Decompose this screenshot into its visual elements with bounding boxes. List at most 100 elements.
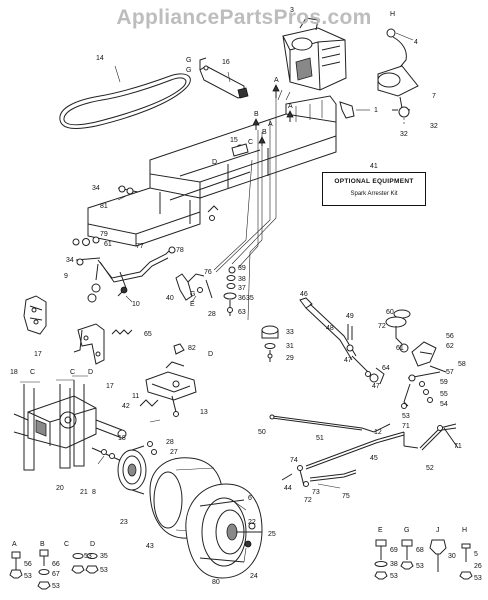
callout-6: 6 <box>248 495 252 502</box>
transaxle <box>13 375 127 471</box>
callout-17a: 17 <box>34 351 42 358</box>
callout-56: 56 <box>446 333 454 340</box>
callout-14: 14 <box>96 55 104 62</box>
callout-24: 24 <box>250 573 258 580</box>
callout-c-left2: C <box>70 369 75 376</box>
optional-equipment-title: OPTIONAL EQUIPMENT <box>334 178 414 185</box>
callout-b2: B <box>262 129 267 136</box>
callout-3: 3 <box>290 7 294 14</box>
key-a: A <box>12 541 17 548</box>
callout-27: 27 <box>170 449 178 456</box>
callout-74: 74 <box>290 457 298 464</box>
callout-25: 25 <box>268 531 276 538</box>
callout-22: 22 <box>248 519 256 526</box>
callout-h: H <box>390 11 395 18</box>
callout-7: 7 <box>432 93 436 100</box>
callout-50: 50 <box>258 429 266 436</box>
key-g: G <box>404 527 409 534</box>
key-53f: 53 <box>416 563 424 570</box>
callout-1: 1 <box>374 107 378 114</box>
callout-d-mid: D <box>208 351 213 358</box>
drive-shaft <box>91 447 125 465</box>
callout-15: 15 <box>230 137 238 144</box>
pulley-23 <box>117 445 147 495</box>
callout-j: 32 <box>400 131 408 138</box>
optional-equipment-box: OPTIONAL EQUIPMENT Spark Arrester Kit <box>322 172 426 206</box>
callout-37: 37 <box>238 285 246 292</box>
callout-16: 16 <box>222 59 230 66</box>
bolt-34-81 <box>117 185 139 201</box>
key-c: C <box>64 541 69 548</box>
callout-33: 33 <box>286 329 294 336</box>
key-b: B <box>40 541 45 548</box>
callout-79: 79 <box>100 231 108 238</box>
steering-group <box>261 297 357 362</box>
callout-72a: 72 <box>378 323 386 330</box>
callout-29: 29 <box>286 355 294 362</box>
callout-b: B <box>254 111 259 118</box>
callout-e-mid: E <box>190 301 195 308</box>
callout-59: 59 <box>440 379 448 386</box>
callout-4: 4 <box>414 39 418 46</box>
callout-61: 61 <box>104 241 112 248</box>
bracket-16 <box>199 57 249 99</box>
callout-64: 64 <box>382 365 390 372</box>
callout-71b: 71 <box>454 443 462 450</box>
callout-42: 42 <box>122 403 130 410</box>
callout-71a: 71 <box>402 423 410 430</box>
callout-54: 54 <box>440 401 448 408</box>
callout-38: 38 <box>238 276 246 283</box>
callout-18b: 18 <box>118 435 126 442</box>
rod-52 <box>419 423 459 451</box>
callout-75: 75 <box>342 493 350 500</box>
callout-51: 51 <box>316 435 324 442</box>
drive-belt <box>59 65 191 129</box>
shield-1 <box>339 101 370 119</box>
key-53a: 53 <box>24 573 32 580</box>
callout-g-top: G <box>186 57 191 64</box>
callout-76: 76 <box>204 269 212 276</box>
key-53d: 53 <box>100 567 108 574</box>
key-38: 38 <box>390 561 398 568</box>
callout-61b: 61 <box>396 345 404 352</box>
callout-60: 60 <box>386 309 394 316</box>
idler-arm-group <box>385 309 447 409</box>
callout-13: 13 <box>200 409 208 416</box>
callout-58: 58 <box>458 361 466 368</box>
fastener-key <box>9 539 473 590</box>
rod-45 <box>305 431 419 470</box>
callout-28b: 28 <box>166 439 174 446</box>
callout-77: 77 <box>136 243 144 250</box>
callout-52: 52 <box>426 465 434 472</box>
callout-43: 43 <box>146 543 154 550</box>
linkage-49-47-64 <box>346 324 385 385</box>
callout-78: 78 <box>176 247 184 254</box>
callout-labels: 3 H 4 7 1 32 32 14 G G 16 A B A A B 15 C… <box>10 7 482 590</box>
callout-d-left: D <box>88 369 93 376</box>
key-66: 66 <box>52 561 60 568</box>
bracket-13 <box>139 343 197 423</box>
small-parts-28-27 <box>147 441 157 455</box>
callout-8: 8 <box>92 489 96 496</box>
callout-20: 20 <box>56 485 64 492</box>
callout-53: 53 <box>402 413 410 420</box>
key-30: 30 <box>448 553 456 560</box>
callout-32: 32 <box>430 123 438 130</box>
callout-81: 81 <box>100 203 108 210</box>
callout-g-mid: G <box>190 291 195 298</box>
callout-49: 49 <box>346 313 354 320</box>
bracket-17-right <box>73 323 105 365</box>
spring-65 <box>111 329 133 335</box>
callout-18a: 18 <box>10 369 18 376</box>
key-68: 68 <box>416 547 424 554</box>
key-35: 35 <box>100 553 108 560</box>
callout-55: 55 <box>440 391 448 398</box>
brake-linkage <box>72 236 176 303</box>
callout-9: 9 <box>64 273 68 280</box>
key-53g: 53 <box>474 575 482 582</box>
callout-72b: 72 <box>304 497 312 504</box>
callout-34b: 34 <box>66 257 74 264</box>
key-d: D <box>90 541 95 548</box>
